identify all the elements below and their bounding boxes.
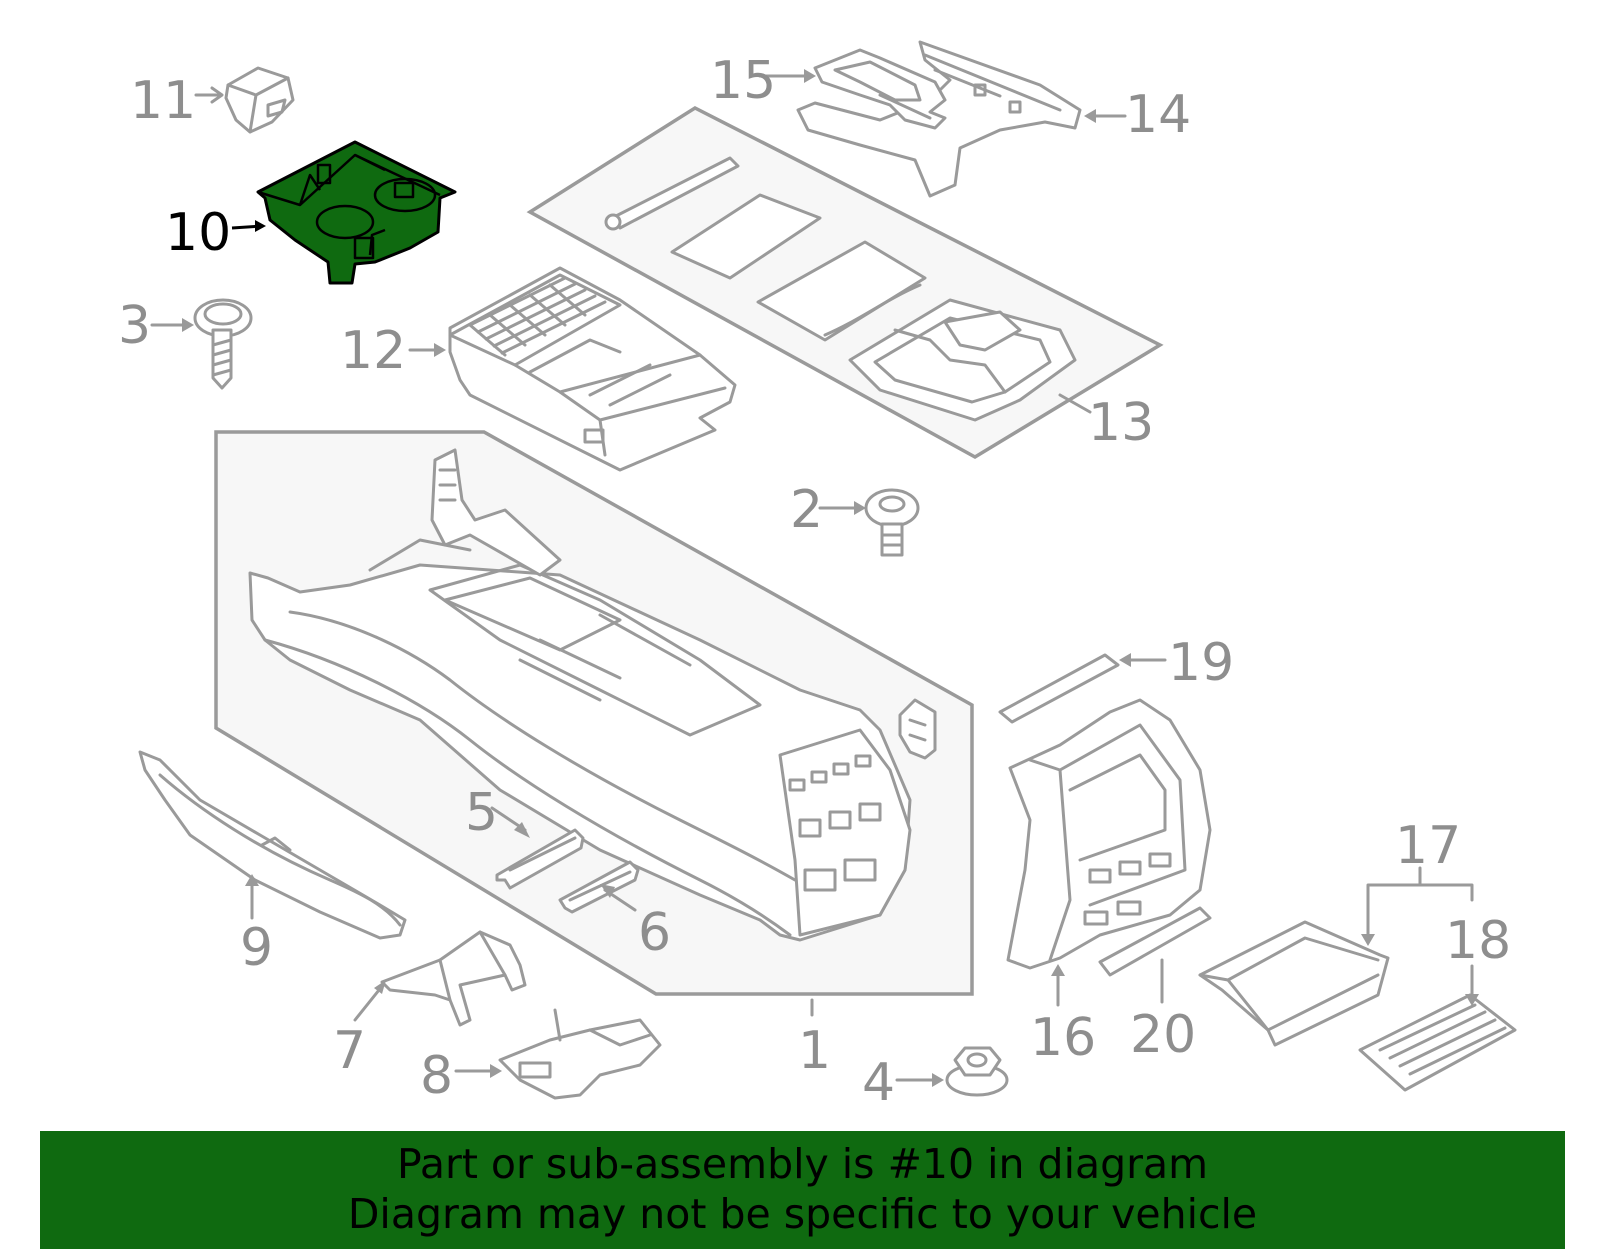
callout-10: 10 bbox=[165, 203, 231, 263]
callout-20: 20 bbox=[1130, 1005, 1196, 1065]
callout-17: 17 bbox=[1395, 816, 1461, 876]
callout-5: 5 bbox=[465, 783, 498, 843]
part-8-bracket bbox=[498, 1008, 662, 1100]
callout-3: 3 bbox=[118, 296, 151, 356]
callout-9: 9 bbox=[240, 918, 273, 978]
part-9-trim-strip bbox=[138, 750, 407, 940]
leader-arrows bbox=[150, 69, 1479, 1087]
callout-8: 8 bbox=[420, 1046, 453, 1106]
notice-banner: Part or sub-assembly is #10 in diagram D… bbox=[40, 1131, 1565, 1249]
part-10-cupholder-highlighted bbox=[256, 140, 457, 285]
callout-labels: 1 2 3 4 5 6 7 8 9 10 11 12 13 14 15 16 1… bbox=[118, 51, 1511, 1113]
callout-12: 12 bbox=[340, 321, 406, 381]
part-3-screw bbox=[193, 298, 253, 390]
callout-1: 1 bbox=[798, 1021, 831, 1081]
callout-7: 7 bbox=[333, 1021, 366, 1081]
part-15-trim bbox=[813, 48, 947, 130]
part-19-strip bbox=[998, 653, 1120, 724]
callout-4: 4 bbox=[862, 1053, 895, 1113]
callout-2: 2 bbox=[790, 480, 823, 540]
callout-18: 18 bbox=[1445, 911, 1511, 971]
part-4-nut bbox=[945, 1046, 1009, 1097]
callout-6: 6 bbox=[638, 903, 671, 963]
callout-15: 15 bbox=[710, 51, 776, 111]
callout-14: 14 bbox=[1125, 85, 1191, 145]
callout-16: 16 bbox=[1030, 1008, 1096, 1068]
part-1-console bbox=[214, 430, 974, 1017]
callout-19: 19 bbox=[1168, 633, 1234, 693]
part-11-cap bbox=[224, 66, 295, 134]
banner-line-1: Part or sub-assembly is #10 in diagram bbox=[396, 1140, 1209, 1188]
part-6-clip bbox=[558, 860, 640, 914]
part-5-clip bbox=[495, 828, 585, 890]
part-7-bracket bbox=[380, 930, 527, 1027]
part-13-panel bbox=[526, 105, 1164, 460]
part-12-tray bbox=[448, 266, 737, 472]
part-18-mat bbox=[1358, 993, 1517, 1092]
part-17-storage-box bbox=[1198, 920, 1390, 1047]
part-16-rear-panel bbox=[1006, 698, 1212, 970]
callout-11: 11 bbox=[130, 71, 196, 131]
callout-13: 13 bbox=[1088, 393, 1154, 453]
banner-line-2: Diagram may not be specific to your vehi… bbox=[347, 1190, 1258, 1238]
part-20-strip bbox=[1098, 906, 1212, 977]
part-2-screw bbox=[864, 488, 920, 557]
